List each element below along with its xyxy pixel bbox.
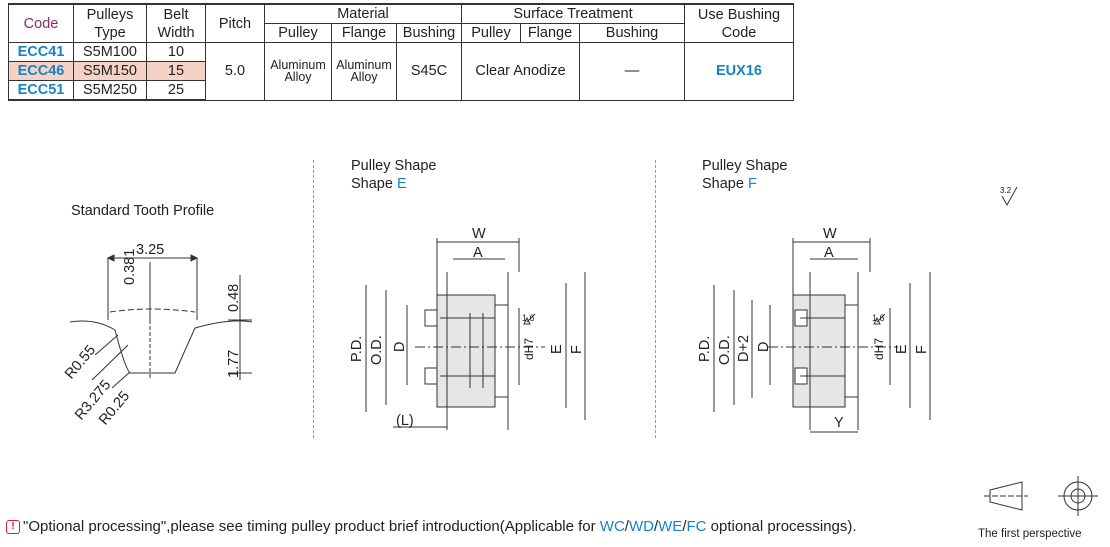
shape-e-subtitle: Shape E <box>351 176 407 192</box>
header-material-bushing: Bushing <box>396 23 462 43</box>
bushing-code-value: EUX16 <box>684 42 794 101</box>
optional-processing-note: !"Optional processing",please see timing… <box>6 518 857 535</box>
header-material-flange: Flange <box>331 23 397 43</box>
table-row: ECC46 S5M150 15 <box>8 61 794 81</box>
shape-e-d-label: D <box>392 341 408 352</box>
warning-icon: ! <box>6 520 20 535</box>
tooth-profile-title: Standard Tooth Profile <box>71 203 215 219</box>
link-we[interactable]: WE <box>658 518 683 535</box>
header-code: Code <box>8 3 74 43</box>
table-row: ECC51 S5M250 25 <box>8 80 794 101</box>
divider <box>313 160 314 438</box>
shape-e-e-label: E <box>549 344 565 354</box>
shape-e-od-label: O.D. <box>369 335 385 365</box>
dim-pitch-label: 3.25 <box>136 242 165 258</box>
shape-f-y-label: Y <box>834 415 844 431</box>
shape-f-drawing <box>713 238 931 433</box>
shape-e-drawing <box>365 238 586 430</box>
row-width: 15 <box>146 61 206 81</box>
header-surface-bushing: Bushing <box>579 23 685 43</box>
header-surface-pulley: Pulley <box>461 23 521 43</box>
tooth-profile-drawing <box>69 254 253 389</box>
link-fc[interactable]: FC <box>686 518 707 535</box>
pitch-value: 5.0 <box>205 42 265 101</box>
shape-f-dh7-label: dH7 <box>872 337 886 360</box>
shape-e-title: Pulley Shape <box>351 158 437 174</box>
shape-f-a-label: A <box>824 245 834 261</box>
shape-f-d-label: D <box>756 341 772 352</box>
shape-e-l-label: (L) <box>396 413 414 429</box>
shape-e-roughness-label: 1.6 <box>522 313 535 323</box>
roughness-value: 3.2 <box>1000 186 1012 195</box>
shape-e-f-label: F <box>569 345 585 354</box>
surface-pulley-flange-value: Clear Anodize <box>461 42 580 101</box>
row-type: S5M250 <box>73 80 147 101</box>
shape-f-od-label: O.D. <box>717 335 733 365</box>
row-width: 25 <box>146 80 206 101</box>
dim-depth-label: 0.381 <box>122 248 138 285</box>
dim-land-label: 0.48 <box>226 283 242 312</box>
link-wc[interactable]: WC <box>599 518 625 535</box>
dim-height-label: 1.77 <box>226 349 242 378</box>
roughness-icon <box>1001 186 1018 207</box>
shape-f-e-label: E <box>894 344 910 354</box>
shape-f-roughness-label: 1.6 <box>872 313 885 323</box>
first-angle-projection-icon <box>984 476 1098 516</box>
perspective-label: The first perspective <box>978 528 1082 540</box>
row-code: ECC51 <box>8 80 74 101</box>
shape-f-d2-label: D+2 <box>736 334 752 362</box>
shape-f-f-label: F <box>914 345 930 354</box>
shape-e-w-label: W <box>472 226 486 242</box>
shape-f-w-label: W <box>823 226 837 242</box>
shape-e-pd-label: P.D. <box>349 335 365 362</box>
divider <box>655 160 656 438</box>
row-type: S5M150 <box>73 61 147 81</box>
surface-bushing-value: — <box>579 42 685 101</box>
material-bushing-value: S45C <box>396 42 462 101</box>
header-surface-flange: Flange <box>520 23 580 43</box>
link-wd[interactable]: WD <box>628 518 654 535</box>
shape-f-subtitle: Shape F <box>702 176 757 192</box>
shape-e-dh7-label: dH7 <box>522 337 536 360</box>
shape-f-title: Pulley Shape <box>702 158 788 174</box>
shape-f-pd-label: P.D. <box>697 335 713 362</box>
shape-e-a-label: A <box>473 245 483 261</box>
